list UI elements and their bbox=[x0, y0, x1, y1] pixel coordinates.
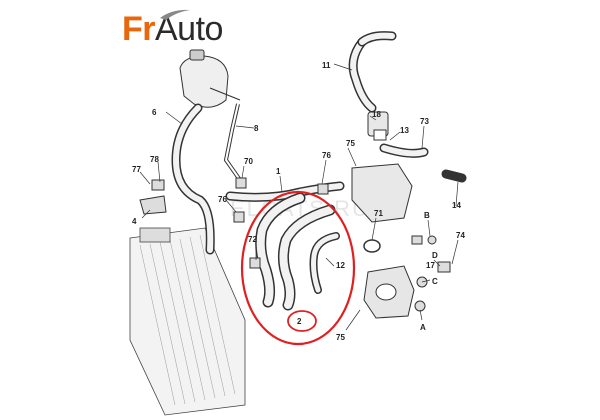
leader-lines bbox=[139, 63, 459, 331]
callout-12: 12 bbox=[336, 261, 345, 270]
logo-swoosh bbox=[160, 9, 190, 20]
callout-78: 78 bbox=[150, 155, 159, 164]
callout-11: 11 bbox=[322, 61, 331, 70]
callout-75-top: 75 bbox=[346, 139, 355, 148]
callout-72: 72 bbox=[248, 235, 257, 244]
callout-71: 71 bbox=[374, 209, 383, 218]
callout-14: 14 bbox=[452, 201, 461, 210]
callout-75-bottom: 75 bbox=[336, 333, 345, 342]
callout-A: A bbox=[420, 323, 426, 332]
expansion-tank bbox=[179, 49, 241, 108]
logo-fr: Fr bbox=[122, 10, 156, 48]
callout-74: 74 bbox=[456, 231, 465, 240]
bracket-4 bbox=[139, 195, 167, 215]
water-pump-housing bbox=[363, 265, 415, 319]
callout-1: 1 bbox=[276, 167, 281, 176]
callout-D: D bbox=[432, 251, 438, 260]
callout-6: 6 bbox=[152, 108, 157, 117]
highlight-ellipse-part2 bbox=[287, 310, 317, 332]
highlighted-hoses bbox=[255, 192, 340, 311]
highlight-ellipse bbox=[240, 190, 356, 346]
callout-17: 17 bbox=[426, 261, 435, 270]
callout-B: B bbox=[424, 211, 430, 220]
callout-77: 77 bbox=[132, 165, 141, 174]
radiator bbox=[129, 227, 246, 416]
callout-76-mid: 76 bbox=[218, 195, 227, 204]
hose-14 bbox=[441, 169, 467, 183]
o-ring-71 bbox=[363, 239, 381, 253]
callout-C: C bbox=[432, 277, 438, 286]
callout-4: 4 bbox=[132, 217, 137, 226]
callout-2: 2 bbox=[297, 317, 302, 326]
callout-13: 13 bbox=[400, 126, 409, 135]
callout-8: 8 bbox=[254, 124, 259, 133]
clips bbox=[151, 177, 451, 312]
callout-18: 18 bbox=[372, 110, 381, 119]
callout-76-top: 76 bbox=[322, 151, 331, 160]
callout-73: 73 bbox=[420, 117, 429, 126]
callout-70: 70 bbox=[244, 157, 253, 166]
